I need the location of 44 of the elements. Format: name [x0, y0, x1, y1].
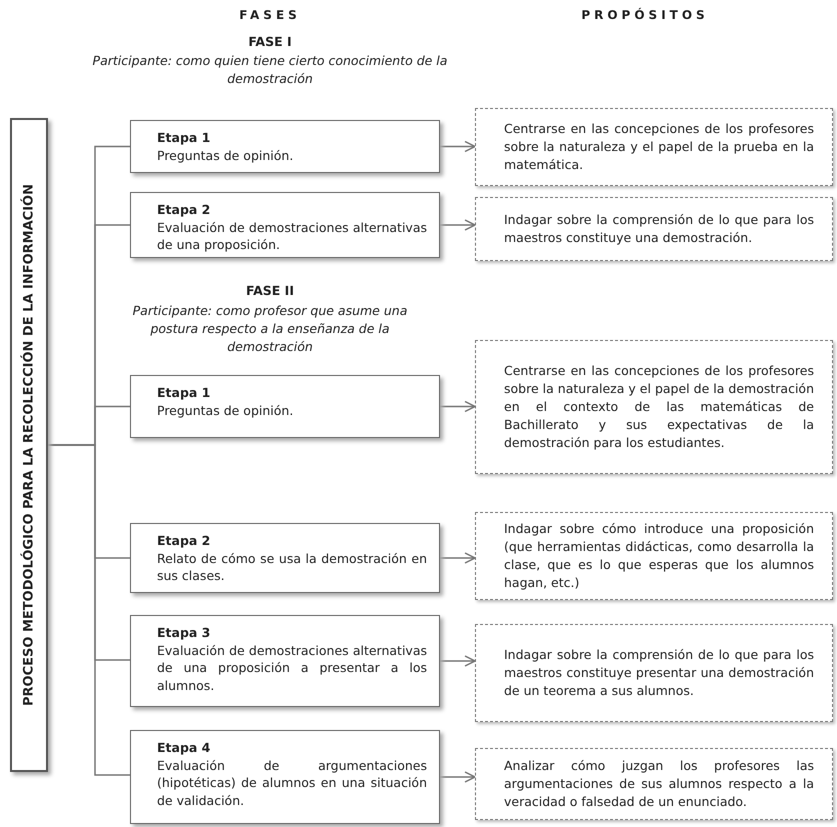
- stage-title: Etapa 2: [157, 532, 212, 550]
- stage-box: [130, 615, 440, 707]
- stage-title: Etapa 2: [157, 201, 212, 218]
- purpose-text: Indagar sobre la comprensión de lo que para los maestros constituye una demostración.: [504, 210, 814, 247]
- column-heading: PROPÓSITOS: [580, 8, 710, 22]
- purpose-text: Centrarse en las concepciones de los profesores sobre la naturaleza y el papel de la demostración en el contexto de las matemáticas de Bachillerato y sus expectativas de la demostración para los estudiantes.: [504, 362, 814, 452]
- process-box: [10, 118, 48, 772]
- stage-title: Etapa 3: [157, 624, 212, 642]
- stage-title: Etapa 4: [157, 739, 212, 756]
- purpose-text: Indagar sobre cómo introduce una proposición (que herramientas didácticas, como desarrolla la clase, que es lo que esperas que los alumnos hagan, etc.): [504, 520, 814, 592]
- arrow: [440, 655, 476, 667]
- purpose-box: [475, 108, 833, 186]
- purpose-text: Indagar sobre la comprensión de lo que para los maestros constituye presentar una demostración de un teorema a sus alumnos.: [504, 646, 814, 700]
- purpose-box: [475, 624, 833, 722]
- purpose-box: [475, 340, 833, 474]
- arrow: [440, 552, 476, 564]
- stage-description: Relato de cómo se usa la demostración en sus clases.: [157, 550, 427, 584]
- purpose-text: Centrarse en las concepciones de los profesores sobre la naturaleza y el papel de la prueba en la matemática.: [504, 120, 814, 174]
- arrow: [440, 400, 476, 412]
- arrow: [440, 771, 476, 783]
- stage-title: Etapa 1: [157, 384, 212, 402]
- purpose-box: [475, 748, 833, 820]
- phase-title: FASE II: [245, 283, 295, 298]
- stage-description: Evaluación de argumentaciones (hipotéticas) de alumnos en una situación de validación.: [157, 756, 427, 809]
- stage-description: Evaluación de demostraciones alternativas de una proposición.: [157, 218, 427, 254]
- arrow: [440, 219, 476, 231]
- stage-description: Preguntas de opinión.: [157, 146, 294, 164]
- stage-description: Evaluación de demostraciones alternativas de una proposición a presentar a los alumnos.: [157, 642, 427, 694]
- phase-title: FASE I: [247, 34, 293, 49]
- participant-note: Participante: como quien tiene cierto conocimiento de la demostración: [92, 52, 448, 88]
- stage-box: [130, 375, 440, 438]
- stage-title: Etapa 1: [157, 129, 212, 146]
- arrow: [440, 140, 476, 152]
- stage-box: [130, 120, 440, 173]
- participant-note: Participante: como profesor que asume una postura respecto a la enseñanza de la demostración: [132, 302, 408, 356]
- purpose-text: Analizar cómo juzgan los profesores las argumentaciones de sus alumnos respecto a la veracidad o falsedad de un enunciado.: [504, 756, 814, 812]
- purpose-box: [475, 512, 833, 600]
- purpose-box: [475, 197, 833, 261]
- column-heading: FASES: [238, 8, 302, 22]
- stage-box: [130, 523, 440, 593]
- stage-box: [130, 730, 440, 824]
- process-title: PROCESO METODOLÓGICO PARA LA RECOLECCIÓN DE LA INFORMACIÓN: [22, 183, 36, 708]
- stage-box: [130, 192, 440, 258]
- stage-description: Preguntas de opinión.: [157, 402, 294, 419]
